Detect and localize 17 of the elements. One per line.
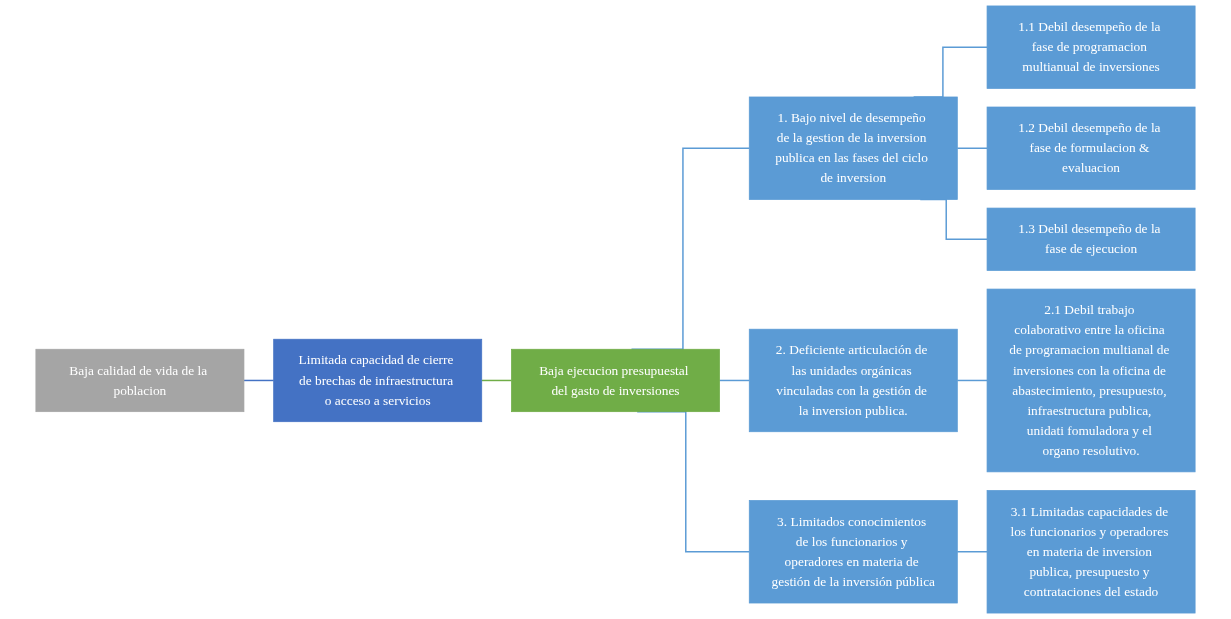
- connector: [243, 379, 275, 382]
- node-box: 2. Deficiente articulación de las unidades orgánicas vinculadas con la gestión de la inversion publica.: [748, 328, 958, 433]
- node-box: Limitada capacidad de cierre de brechas de infraestructura o acceso a servicios: [273, 338, 483, 423]
- connector: [956, 147, 988, 149]
- connector: [956, 379, 988, 382]
- connector: [718, 379, 750, 382]
- connector: [481, 379, 513, 382]
- node-box: 2.1 Debil trabajo colaborativo entre la oficina de programacion multianal de inversiones con la oficina de abastecimiento, presupuesto, infraestructura publica, unidati fomuladora y el organo resolutivo.: [986, 288, 1196, 473]
- connector: [956, 551, 988, 553]
- node-box: 3. Limitados conocimientos de los funcionarios y operadores en materia de gestión de la inversión pública: [748, 500, 958, 604]
- node-box: 3.1 Limitadas capacidades de los funcionarios y operadores en materia de inversion publica, presupuesto y contrataciones del estado: [986, 490, 1196, 614]
- node-box: 1.3 Debil desempeño de la fase de ejecucion: [986, 207, 1196, 271]
- node-box: 1. Bajo nivel de desempeño de la gestion de la inversion publica en las fases del ciclo de inversion: [748, 96, 958, 200]
- node-box: 1.2 Debil desempeño de la fase de formulacion & evaluacion: [986, 106, 1196, 190]
- node-box: Baja ejecucion presupuestal del gasto de inversiones: [511, 348, 720, 413]
- node-box: Baja calidad de vida de la poblacion: [35, 348, 245, 413]
- node-box: 1.1 Debil desempeño de la fase de programacion multianual de inversiones: [986, 5, 1196, 89]
